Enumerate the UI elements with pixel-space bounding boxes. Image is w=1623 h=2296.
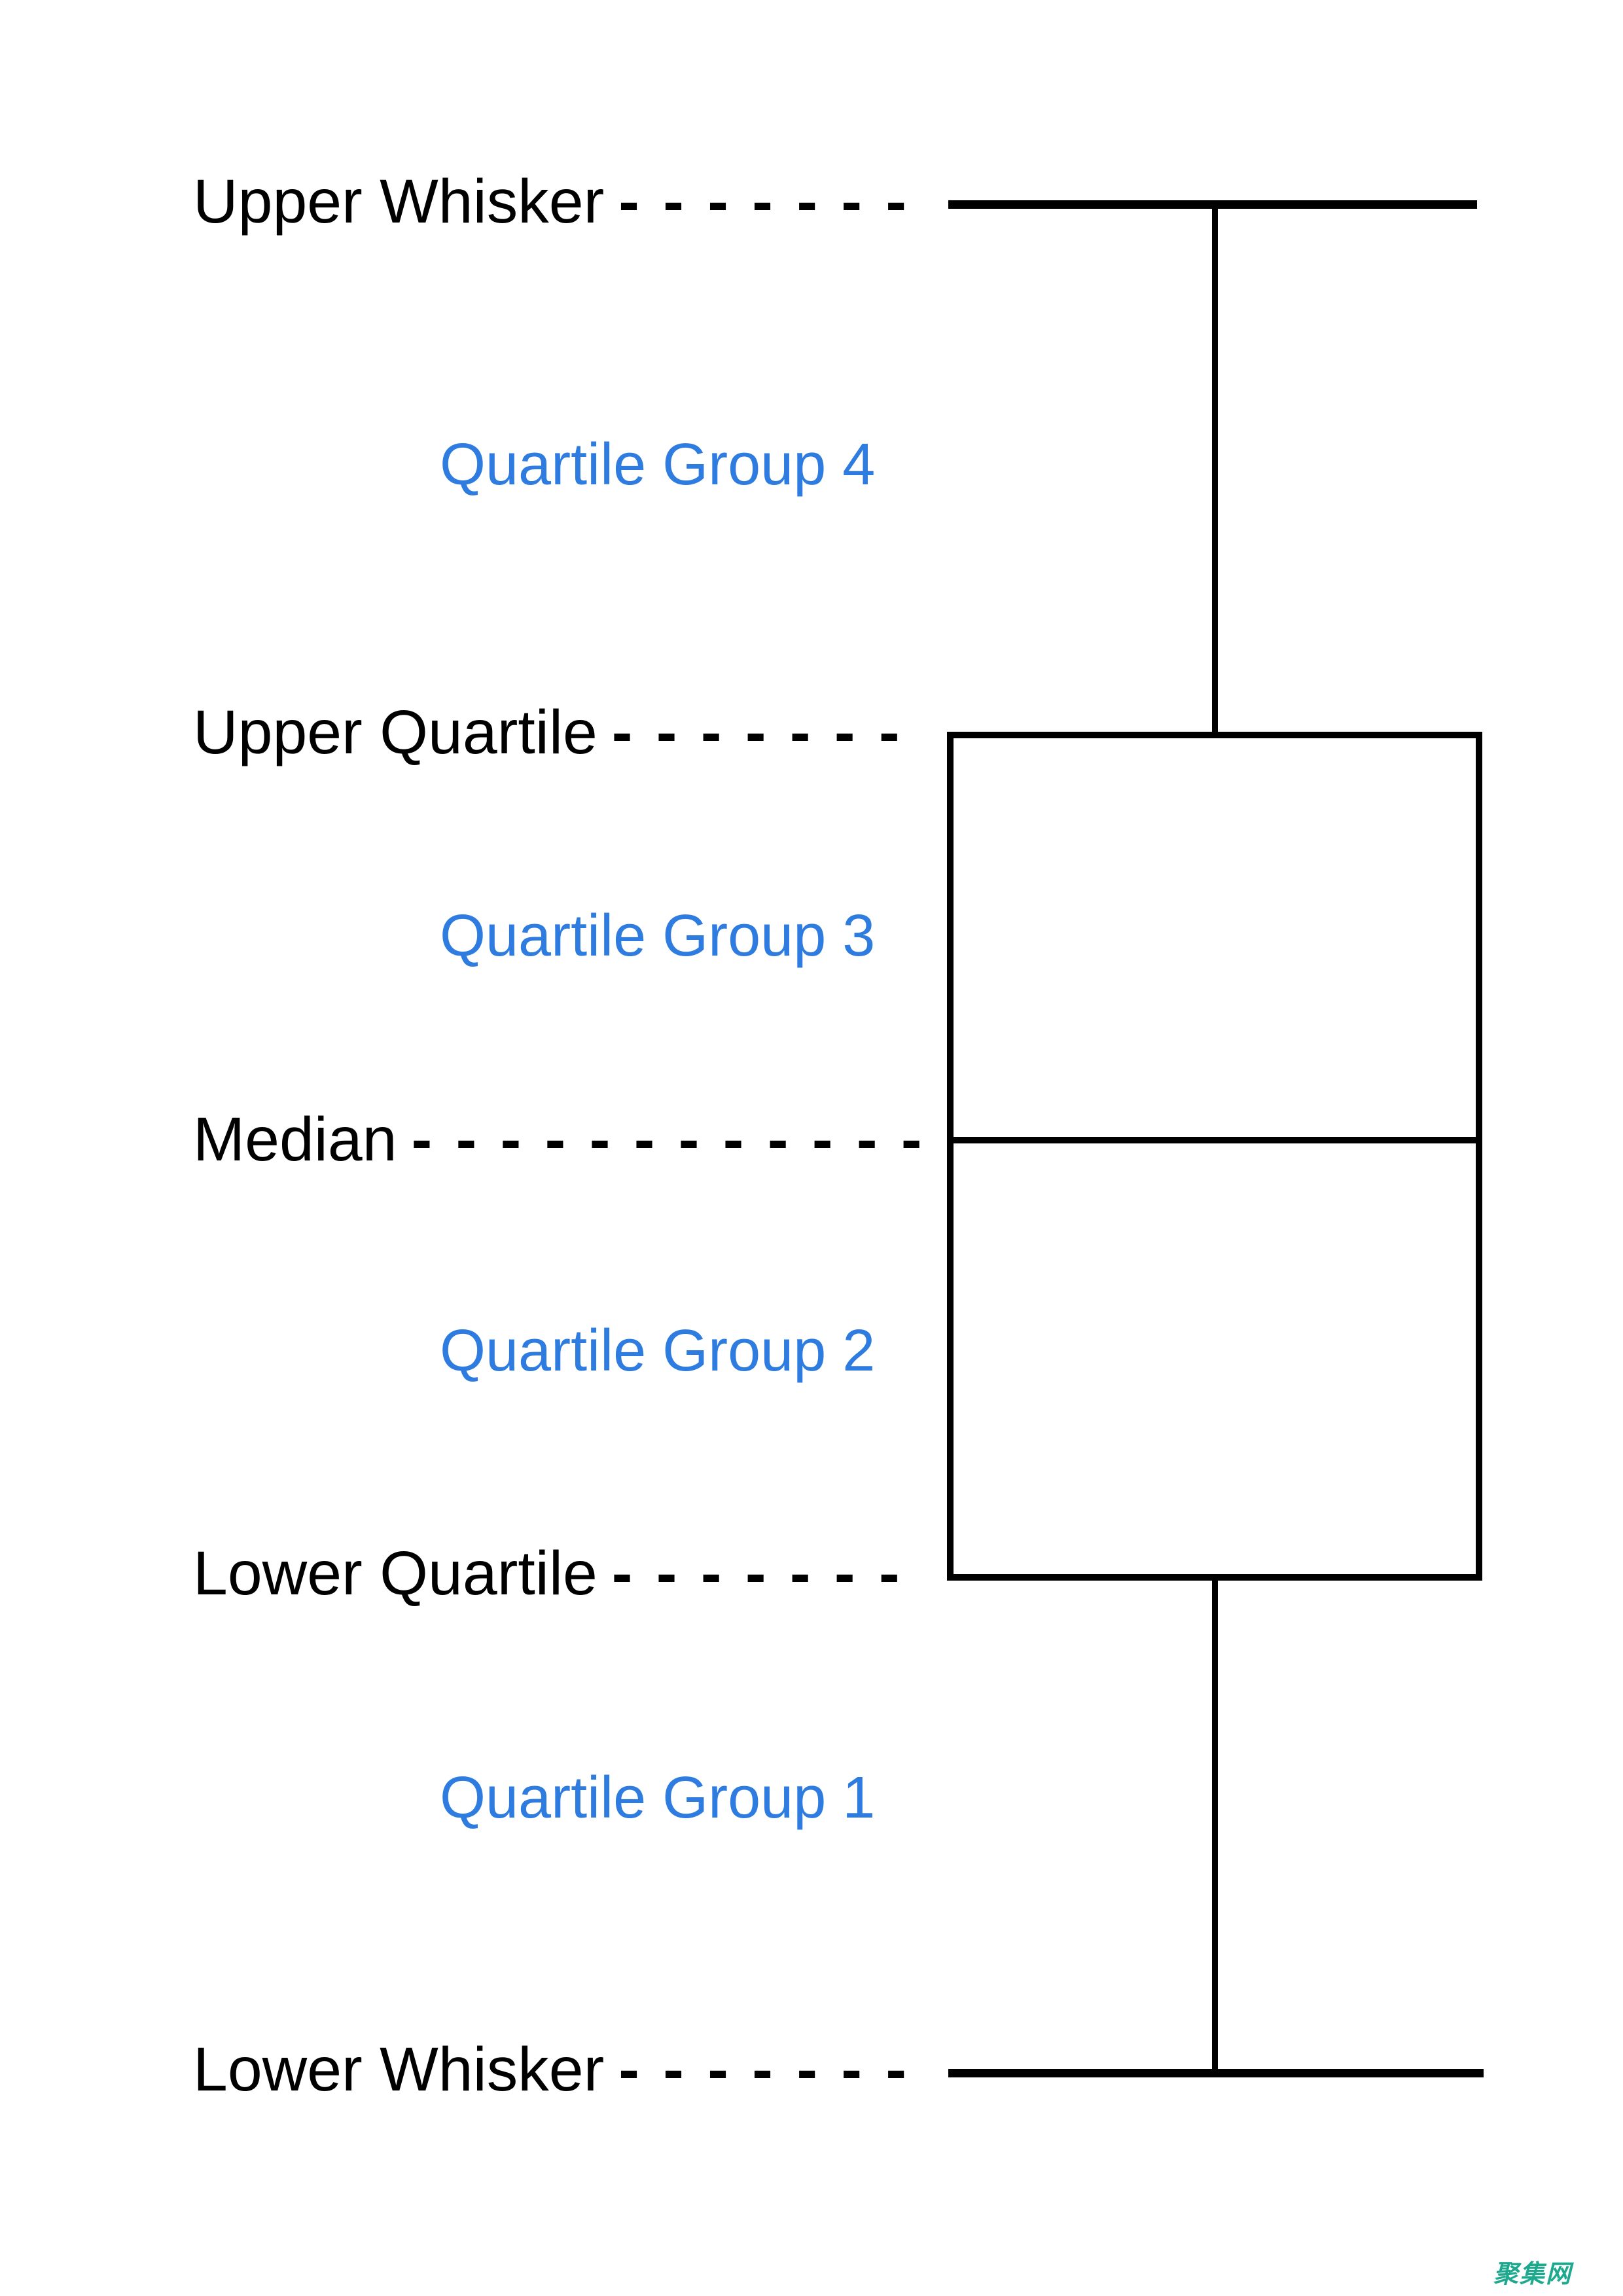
- label-median-text: Median: [193, 1105, 397, 1174]
- site-watermark: 聚集网: [1493, 2261, 1572, 2288]
- lower-whisker-cap-line: [948, 2069, 1484, 2077]
- label-median-dashes: - - - - - - - - - - - -: [411, 1105, 925, 1174]
- label-quartile-group-1: Quartile Group 1: [440, 1765, 876, 1831]
- label-lower-quartile: Lower Quartile- - - - - - -: [193, 1537, 903, 1610]
- label-lower-quartile-text: Lower Quartile: [193, 1539, 597, 1608]
- label-upper-quartile-dashes: - - - - - - -: [611, 698, 903, 767]
- upper-whisker-stem-line: [1212, 204, 1218, 732]
- label-median: Median- - - - - - - - - - - -: [193, 1103, 925, 1176]
- label-upper-whisker-text: Upper Whisker: [193, 167, 605, 236]
- label-lower-quartile-dashes: - - - - - - -: [611, 1539, 903, 1608]
- label-lower-whisker-text: Lower Whisker: [193, 2035, 605, 2104]
- label-quartile-group-4: Quartile Group 4: [440, 432, 876, 497]
- interquartile-box: [947, 732, 1482, 1581]
- label-upper-quartile-text: Upper Quartile: [193, 698, 597, 767]
- median-line: [947, 1137, 1482, 1143]
- label-lower-whisker: Lower Whisker- - - - - - -: [193, 2033, 910, 2106]
- label-quartile-group-2: Quartile Group 2: [440, 1318, 876, 1384]
- label-quartile-group-3: Quartile Group 3: [440, 903, 876, 969]
- label-upper-quartile: Upper Quartile- - - - - - -: [193, 696, 903, 769]
- label-lower-whisker-dashes: - - - - - - -: [618, 2035, 910, 2104]
- label-upper-whisker: Upper Whisker- - - - - - -: [193, 165, 910, 238]
- lower-whisker-stem-line: [1212, 1581, 1218, 2072]
- label-upper-whisker-dashes: - - - - - - -: [618, 167, 910, 236]
